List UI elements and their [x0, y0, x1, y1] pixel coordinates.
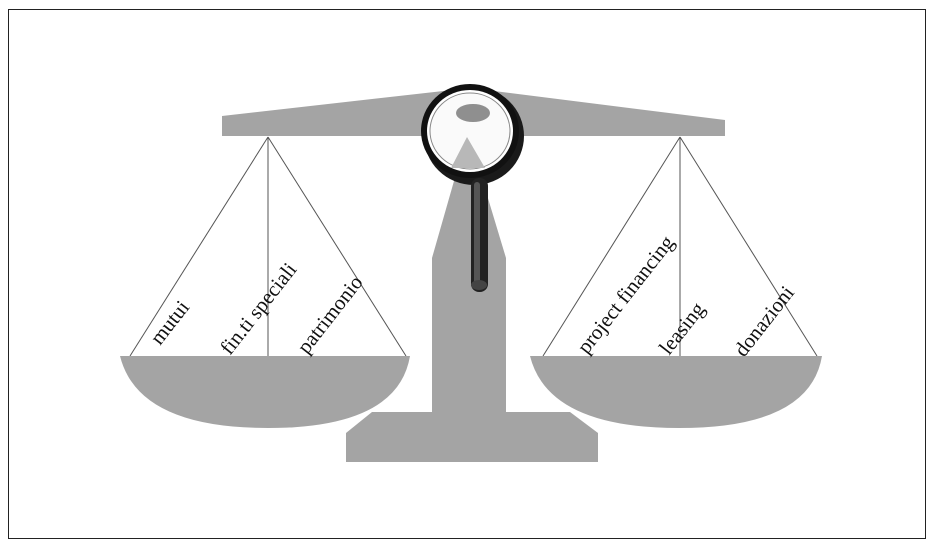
label-fin-ti-speciali: fin.ti speciali [215, 258, 302, 359]
balance-scale-diagram: mutui fin.ti speciali patrimonio project… [0, 0, 936, 525]
label-leasing: leasing [654, 297, 710, 359]
label-mutui: mutui [145, 296, 194, 350]
label-donazioni: donazioni [729, 281, 799, 361]
scale-base [346, 412, 598, 462]
label-patrimonio: patrimonio [292, 271, 368, 358]
